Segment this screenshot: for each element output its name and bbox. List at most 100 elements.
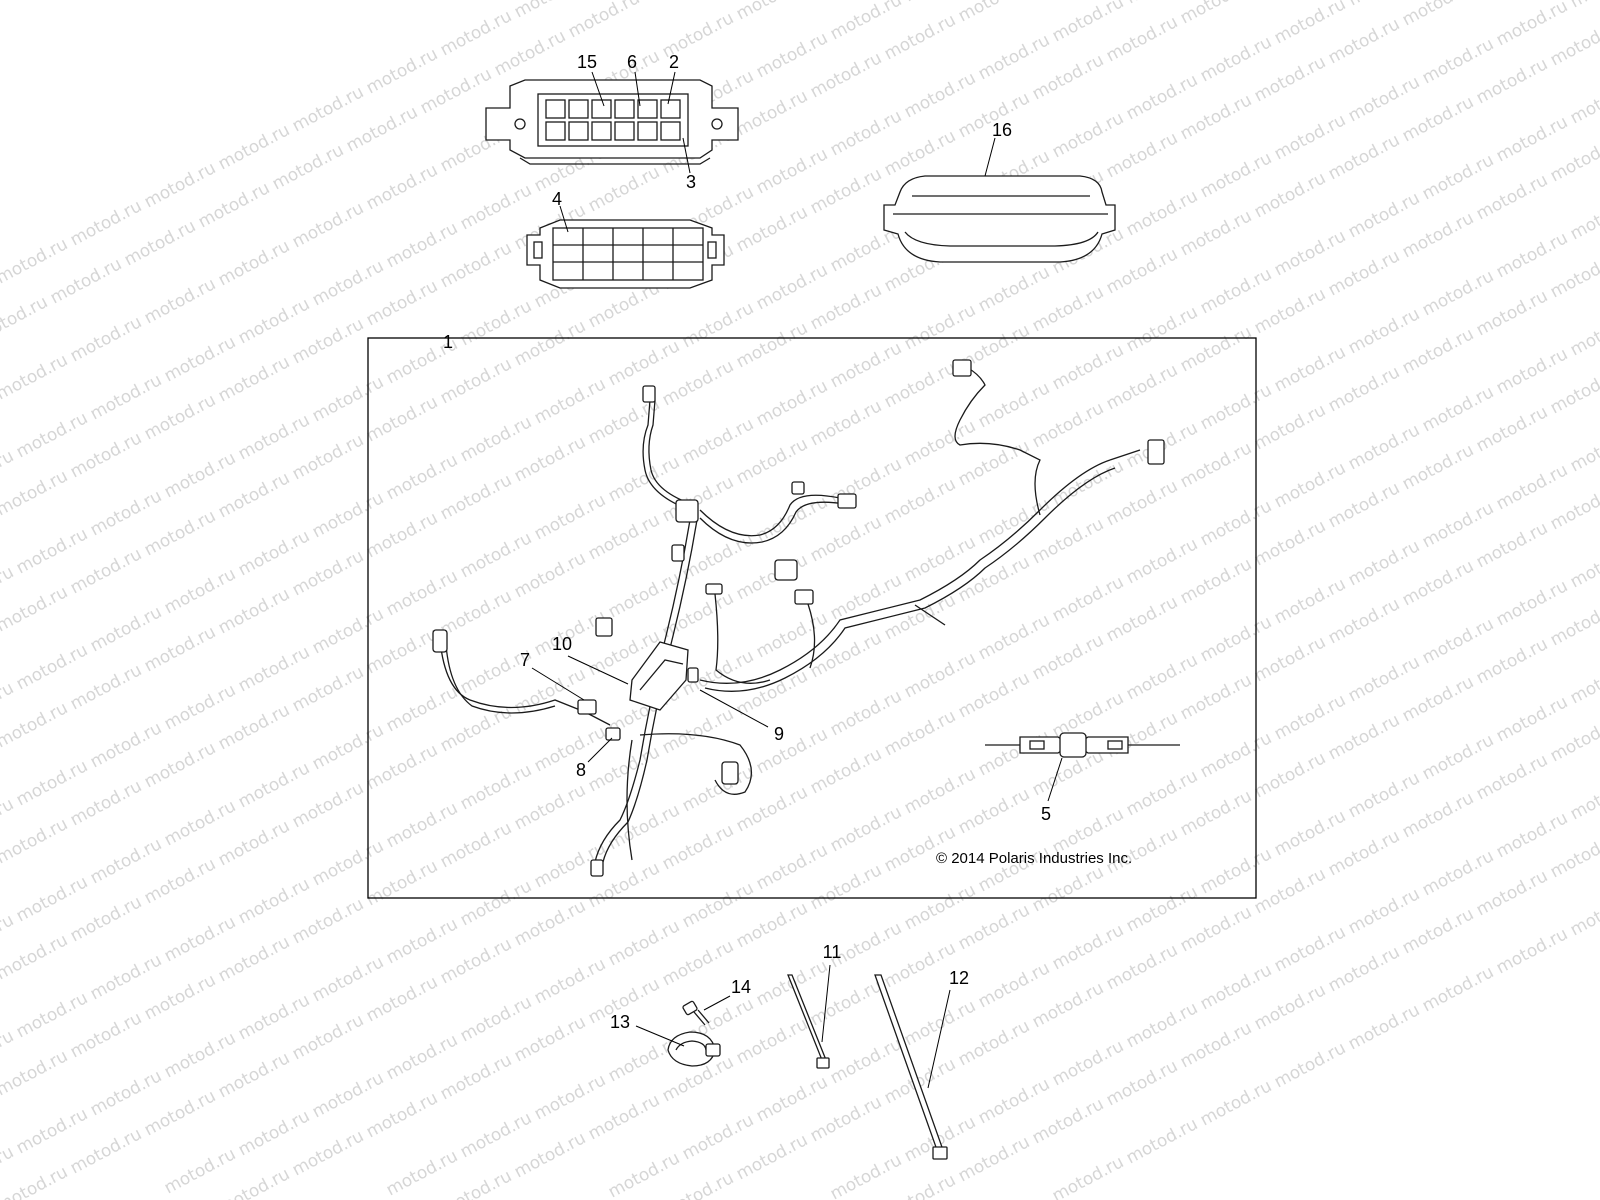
watermark-text: motod.ru bbox=[383, 566, 461, 620]
watermark-text: motod.ru bbox=[309, 836, 387, 890]
callout-11: 11 bbox=[823, 942, 842, 962]
watermark-text: motod.ru bbox=[437, 934, 515, 988]
watermark-text: motod.ru bbox=[1493, 692, 1571, 746]
watermark-text: motod.ru bbox=[13, 988, 91, 1042]
watermark-text: motod.ru bbox=[0, 930, 71, 984]
watermark-text: motod.ru bbox=[955, 1132, 1033, 1186]
watermark-text: motod.ru bbox=[215, 816, 293, 870]
inline-fuse-holder bbox=[985, 732, 1180, 758]
watermark-text: motod.ru bbox=[901, 532, 979, 586]
watermark-text: motod.ru bbox=[161, 1028, 239, 1082]
watermark-text: motod.ru bbox=[531, 1070, 609, 1124]
watermark-text: motod.ru bbox=[1345, 304, 1423, 358]
watermark-text: motod.ru bbox=[827, 338, 905, 392]
watermark-text: motod.ru bbox=[605, 800, 683, 854]
watermark-text: motod.ru bbox=[161, 1144, 239, 1198]
watermark-text: motod.ru bbox=[13, 408, 91, 462]
watermark-text: motod.ru bbox=[827, 106, 905, 160]
watermark-text: motod.ru bbox=[881, 706, 959, 760]
watermark-text: motod.ru bbox=[67, 1124, 145, 1178]
watermark-text: motod.ru bbox=[1271, 690, 1349, 744]
fuse-slot bbox=[591, 121, 612, 141]
watermark-text: motod.ru bbox=[1547, 828, 1600, 882]
watermark-text: motod.ru bbox=[1103, 244, 1181, 298]
watermark-text: motod.ru bbox=[1123, 1114, 1201, 1168]
watermark-text: motod.ru bbox=[1547, 596, 1600, 650]
watermark-text: motod.ru bbox=[1345, 420, 1423, 474]
watermark-text: motod.ru bbox=[807, 512, 885, 566]
watermark-text: motod.ru bbox=[1345, 768, 1423, 822]
watermark-text: motod.ru bbox=[955, 552, 1033, 606]
watermark-text: motod.ru bbox=[1177, 1018, 1255, 1072]
watermark-text: motod.ru bbox=[901, 68, 979, 122]
watermark-text: motod.ru bbox=[13, 524, 91, 578]
callout-1: 1 bbox=[443, 332, 453, 352]
watermark-text: motod.ru bbox=[67, 776, 145, 830]
watermark-text: motod.ru bbox=[1049, 0, 1127, 46]
watermark-text: motod.ru bbox=[161, 680, 239, 734]
callout-4: 4 bbox=[552, 189, 562, 209]
watermark-text: motod.ru bbox=[1251, 748, 1329, 802]
callout-8: 8 bbox=[576, 760, 586, 780]
watermark-text: motod.ru bbox=[1493, 460, 1571, 514]
watermark-text: motod.ru bbox=[679, 1110, 757, 1164]
watermark-text: motod.ru bbox=[1271, 1038, 1349, 1092]
watermark-text: motod.ru bbox=[955, 1016, 1033, 1070]
callouts: 1 2 3 4 5 6 7 8 9 10 11 12 13 14 15 16 bbox=[443, 52, 1051, 1032]
watermark-text: motod.ru bbox=[1103, 12, 1181, 66]
watermark-text: motod.ru bbox=[807, 860, 885, 914]
watermark-text: motod.ru bbox=[1493, 576, 1571, 630]
watermark-text: motod.ru bbox=[0, 466, 71, 520]
watermark-text: motod.ru bbox=[511, 1012, 589, 1066]
watermark-text: motod.ru bbox=[383, 914, 461, 968]
callout-3: 3 bbox=[686, 172, 696, 192]
cable-tie-short bbox=[787, 974, 830, 1069]
watermark-text: motod.ru bbox=[1271, 342, 1349, 396]
watermark-text: motod.ru bbox=[309, 256, 387, 310]
watermark-text: motod.ru bbox=[565, 0, 643, 42]
watermark-text: motod.ru bbox=[0, 1046, 71, 1100]
watermark-text: motod.ru bbox=[1049, 1036, 1127, 1090]
watermark-text: motod.ru bbox=[141, 274, 219, 328]
watermark-text: motod.ru bbox=[1103, 592, 1181, 646]
watermark-text: motod.ru bbox=[1419, 962, 1497, 1016]
watermark-text: motod.ru bbox=[1123, 534, 1201, 588]
watermark-text: motod.ru bbox=[659, 704, 737, 758]
watermark-text: motod.ru bbox=[87, 834, 165, 888]
watermark-text: motod.ru bbox=[0, 292, 51, 346]
watermark-text: motod.ru bbox=[881, 474, 959, 528]
watermark-text: motod.ru bbox=[215, 584, 293, 638]
watermark-text: motod.ru bbox=[1547, 132, 1600, 186]
fuse-box-lid bbox=[883, 175, 1116, 263]
watermark-text: motod.ru bbox=[1123, 766, 1201, 820]
watermark-text: motod.ru bbox=[1251, 400, 1329, 454]
watermark-text: motod.ru bbox=[457, 992, 535, 1046]
watermark-text: motod.ru bbox=[1345, 188, 1423, 242]
watermark-text: motod.ru bbox=[753, 724, 831, 778]
watermark-text: motod.ru bbox=[1547, 364, 1600, 418]
fuse-box-base bbox=[485, 79, 739, 165]
watermark-text: motod.ru bbox=[235, 410, 313, 464]
watermark-text: motod.ru bbox=[1029, 282, 1107, 336]
watermark-text: motod.ru bbox=[289, 314, 367, 368]
watermark-text: motod.ru bbox=[531, 722, 609, 776]
callout-14: 14 bbox=[731, 977, 751, 997]
watermark-text: motod.ru bbox=[1547, 480, 1600, 534]
watermark-text: motod.ru bbox=[1103, 360, 1181, 414]
watermark-text: motod.ru bbox=[1251, 980, 1329, 1034]
watermark-text: motod.ru bbox=[1399, 556, 1477, 610]
watermark-text: motod.ru bbox=[1567, 770, 1600, 824]
watermark-text: motod.ru bbox=[585, 510, 663, 564]
watermark-text: motod.ru bbox=[437, 702, 515, 756]
watermark-text: motod.ru bbox=[67, 196, 145, 250]
watermark-text: motod.ru bbox=[235, 294, 313, 348]
callout-6: 6 bbox=[627, 52, 637, 72]
watermark-text: motod.ru bbox=[215, 352, 293, 406]
watermark-text: motod.ru bbox=[1419, 150, 1497, 204]
watermark-text: motod.ru bbox=[437, 470, 515, 524]
watermark-text: motod.ru bbox=[1473, 866, 1551, 920]
watermark-text: motod.ru bbox=[235, 642, 313, 696]
watermark-text: motod.ru bbox=[1049, 1152, 1127, 1200]
watermark-text: motod.ru bbox=[1049, 572, 1127, 626]
watermark-text: motod.ru bbox=[491, 26, 569, 80]
